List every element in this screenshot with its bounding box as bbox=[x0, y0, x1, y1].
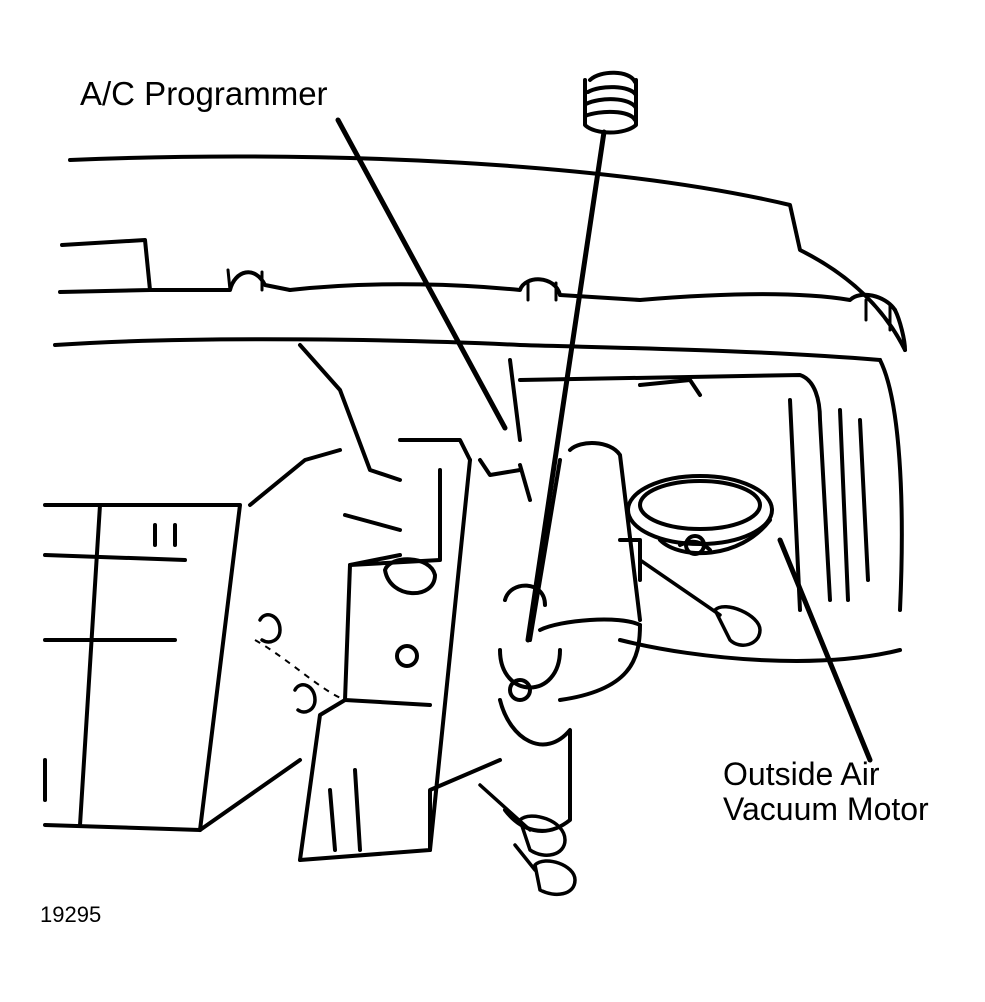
vacuum-motor-label-line1: Outside Air bbox=[723, 756, 880, 792]
vacuum-motor bbox=[626, 474, 774, 556]
vacuum-motor-label: Outside Air Vacuum Motor bbox=[723, 757, 929, 826]
vacuum-motor-label-line2: Vacuum Motor bbox=[723, 790, 929, 827]
hvac-module-body bbox=[298, 343, 902, 663]
figure-number: 19295 bbox=[40, 902, 102, 927]
programmer-motor bbox=[498, 441, 642, 833]
leader-lines bbox=[335, 117, 873, 763]
left-housing bbox=[43, 448, 342, 832]
alignment-line bbox=[254, 639, 346, 701]
programmer-label: A/C Programmer bbox=[80, 75, 328, 112]
vacuum-hose bbox=[525, 70, 638, 643]
dash-top-panel bbox=[53, 154, 907, 612]
screws bbox=[258, 558, 762, 897]
dash-bumps bbox=[226, 268, 892, 332]
